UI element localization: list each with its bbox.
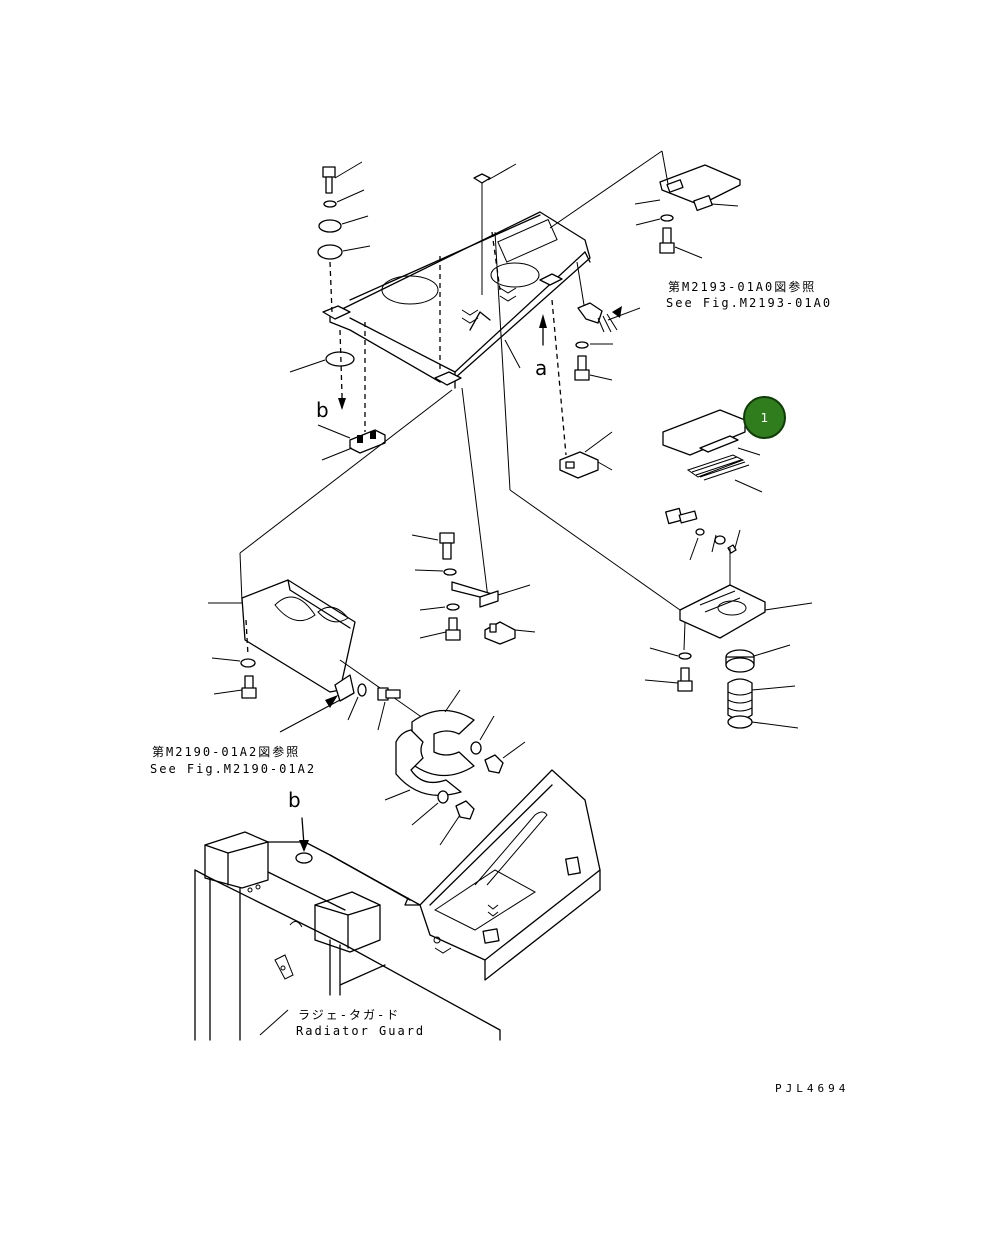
- marker-a: a: [535, 356, 548, 380]
- top-center-bolt: [439, 163, 517, 372]
- filter-assembly: [662, 409, 763, 493]
- radiator-guard: [194, 769, 601, 1041]
- ref-label-left-en: See Fig.M2190-01A2: [150, 762, 317, 776]
- callout-badge[interactable]: 1: [743, 396, 786, 439]
- ref-label-upper-right-en: See Fig.M2193-01A0: [666, 296, 833, 310]
- drawing-id: PJL4694: [775, 1082, 850, 1095]
- right-middle-parts: [494, 231, 813, 729]
- left-duct: [208, 389, 453, 733]
- top-right-plate: [549, 150, 741, 259]
- top-left-fasteners: [289, 161, 386, 461]
- ref-label-upper-right-jp: 第M2193-01A0図参照: [668, 280, 817, 294]
- marker-b-bottom: b: [288, 788, 301, 812]
- center-bracket: [411, 387, 536, 645]
- marker-b-top: b: [316, 398, 329, 422]
- flange-plates: [384, 689, 526, 846]
- component-label-jp: ラジェ-タガ-ド: [298, 1008, 401, 1022]
- right-upper-bracket: [551, 261, 641, 479]
- component-label-en: Radiator Guard: [296, 1024, 426, 1038]
- top-frame: [322, 211, 591, 389]
- ref-label-left-jp: 第M2190-01A2図参照: [152, 745, 301, 759]
